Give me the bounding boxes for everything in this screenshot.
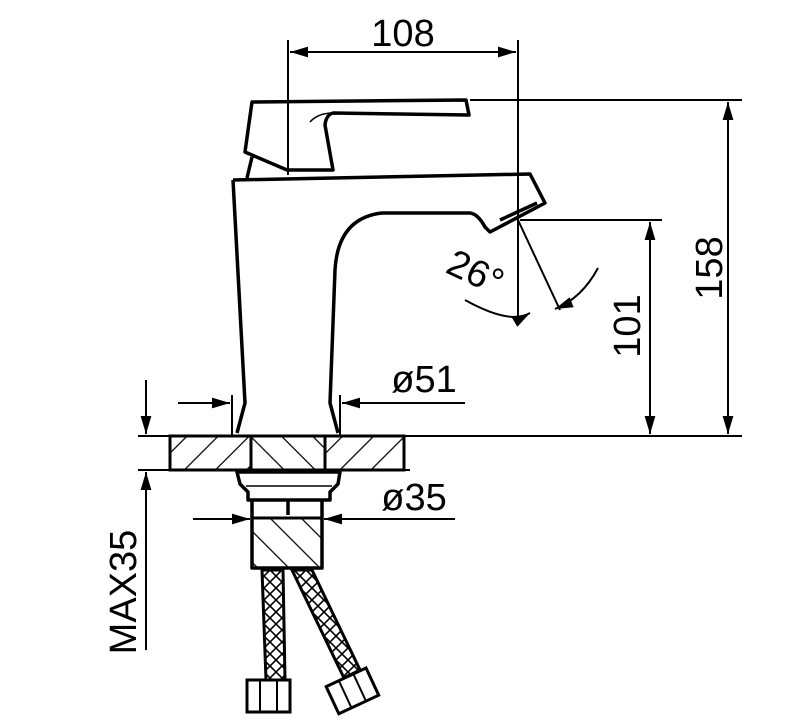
flexible-hoses [245, 568, 381, 716]
shank-diameter-label: ø35 [381, 477, 446, 519]
hose-nut-left [245, 678, 292, 714]
faucet-body [231, 172, 547, 434]
spout-height-label: 101 [607, 294, 649, 357]
hose-nut-right [324, 666, 381, 716]
mounting-nut [235, 470, 342, 570]
reach-label: 108 [371, 13, 434, 55]
max-thickness-dimension: MAX35 [103, 380, 152, 655]
lever-handle [243, 98, 471, 179]
height-label: 158 [689, 236, 731, 299]
spout-angle-dimension: 26° [440, 219, 599, 327]
angle-label: 26° [440, 242, 510, 304]
counter-section [138, 434, 410, 472]
base-diameter-dimension: ø51 [178, 359, 465, 436]
shank-diameter-dimension: ø35 [193, 477, 455, 525]
base-diameter-label: ø51 [391, 359, 456, 401]
spout-height-dimension: 101 [520, 219, 662, 434]
max-thickness-label: MAX35 [103, 530, 145, 655]
reach-dimension: 108 [287, 13, 519, 318]
height-dimension: 158 [470, 99, 742, 434]
